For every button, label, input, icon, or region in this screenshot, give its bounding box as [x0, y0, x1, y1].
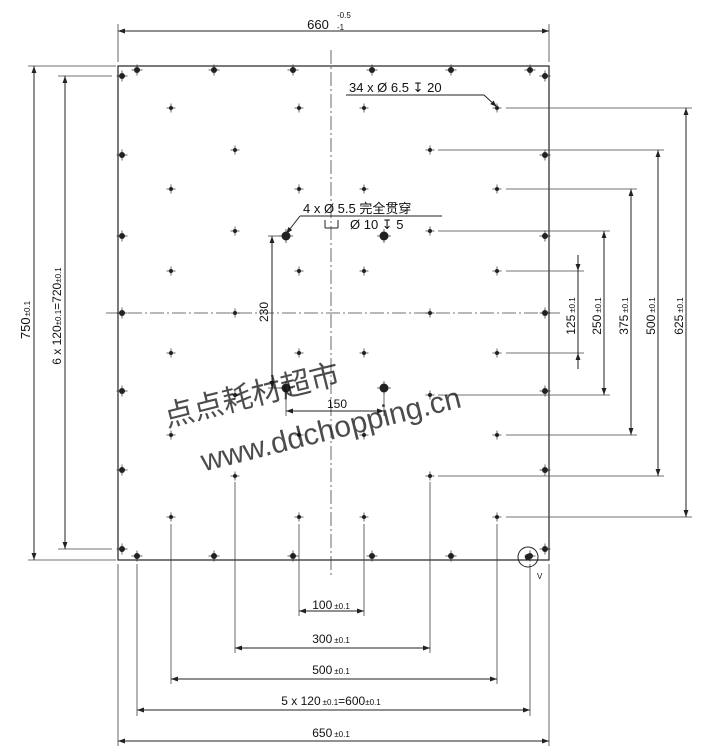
dim-center-group: 230 150: [257, 235, 385, 416]
dim-bottom-100: 100±0.1: [312, 598, 350, 612]
dim-center-150: 150: [327, 397, 347, 411]
corner-marker-label: V: [537, 572, 543, 581]
callout-34-holes-text: 34 x Ø 6.5 ↧ 20: [349, 80, 442, 95]
callout-4-holes-line1: 4 x Ø 5.5 完全贯穿: [303, 201, 411, 216]
holes-layer: [116, 64, 551, 562]
dim-right-500: 500±0.1: [644, 297, 658, 335]
dim-bottom-pitch: 5 x 120±0.1=600±0.1: [281, 694, 381, 708]
corner-marker: V: [517, 546, 543, 581]
callout-4-holes: 4 x Ø 5.5 完全贯穿 Ø 10 ↧ 5: [285, 201, 442, 235]
dim-right-group: 125±0.1 250±0.1 375±0.1 500±0.1 625±0.1: [438, 107, 692, 518]
dim-width-top-tol-upper: -0.5: [337, 11, 351, 20]
dim-width-top-value: 660: [307, 17, 329, 32]
dim-bottom-300: 300±0.1: [312, 632, 350, 646]
dim-height-pitch: 6 x 120±0.1=720±0.1: [50, 75, 112, 550]
dim-center-230: 230: [257, 302, 271, 322]
callout-4-holes-line2: Ø 10 ↧ 5: [350, 217, 404, 232]
dim-bottom-group: 100±0.1 300±0.1 500±0.1 5 x 120±0.1=600±…: [117, 482, 550, 746]
dim-right-625: 625±0.1: [672, 297, 686, 335]
dim-right-375: 375±0.1: [617, 297, 631, 335]
dim-height-pitch-value: 6 x 120±0.1=720±0.1: [50, 267, 64, 365]
dim-right-250: 250±0.1: [590, 297, 604, 335]
dim-height-outer: 750±0.1: [18, 65, 116, 561]
dim-right-125: 125±0.1: [564, 297, 578, 335]
dim-width-top: 660 -0.5 -1: [117, 11, 550, 62]
dim-width-top-tol-lower: -1: [337, 23, 345, 32]
callout-34-holes: 34 x Ø 6.5 ↧ 20: [346, 80, 498, 108]
dim-bottom-500: 500±0.1: [312, 663, 350, 677]
dim-bottom-650: 650±0.1: [312, 726, 350, 740]
dim-height-outer-value: 750±0.1: [18, 300, 33, 339]
